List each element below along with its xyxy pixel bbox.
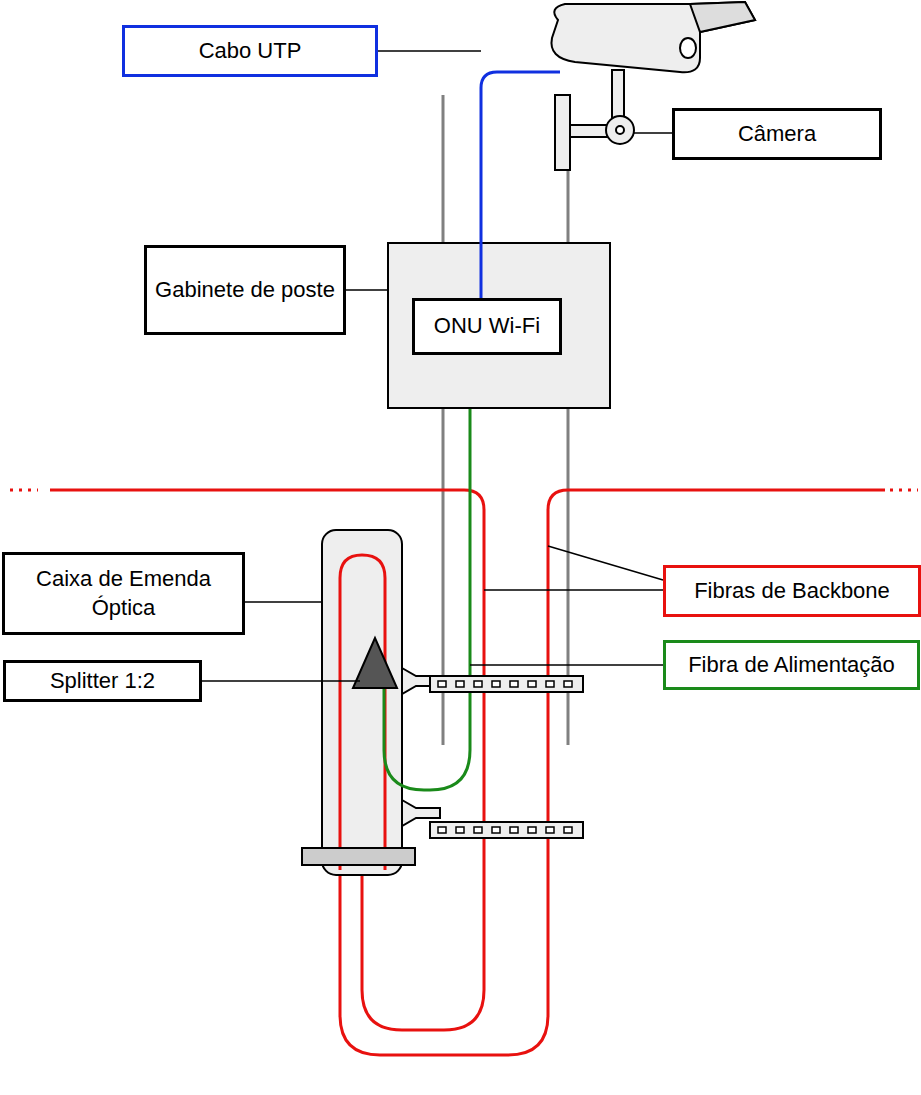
leader-line [484, 589, 663, 591]
label-text: Caixa de Emenda Óptica [5, 565, 242, 622]
label-box: Splitter 1:2 [3, 660, 202, 702]
label-box: Câmera [672, 108, 882, 160]
label-text: Câmera [730, 120, 824, 149]
leader-line [378, 50, 481, 52]
backbone-fibre [339, 578, 342, 870]
label-box: Fibras de Backbone [663, 565, 921, 617]
mount-bracket [302, 848, 415, 865]
backbone-fibre [340, 555, 362, 578]
label-text: Fibras de Backbone [686, 577, 898, 606]
leader-line [346, 289, 388, 291]
tray-holes [438, 681, 572, 833]
pole-line [567, 95, 570, 745]
leader-line [548, 546, 663, 580]
continuation-dots [10, 489, 38, 492]
leader-line [634, 132, 672, 134]
label-text: Gabinete de poste [147, 276, 343, 305]
leader-line [242, 601, 322, 603]
cable-tray [430, 822, 583, 838]
label-box: Fibra de Alimentação [663, 640, 920, 690]
label-box: ONU Wi-Fi [412, 298, 562, 355]
label-text: Fibra de Alimentação [680, 651, 903, 680]
backbone-fibre [362, 555, 385, 870]
utp-cable [481, 72, 560, 298]
label-box: Gabinete de poste [144, 245, 346, 335]
label-box: Caixa de Emenda Óptica [2, 552, 245, 635]
label-text: ONU Wi-Fi [426, 312, 548, 341]
feed-fibre [384, 355, 470, 790]
label-text: Splitter 1:2 [42, 667, 163, 696]
leader-line [202, 680, 360, 682]
pole-cabinet [388, 243, 610, 408]
label-text: Cabo UTP [191, 37, 310, 66]
leader-line [470, 664, 663, 666]
splice-box [322, 530, 402, 875]
label-box: Cabo UTP [122, 25, 378, 77]
continuation-dots [890, 489, 918, 492]
cable-tray [430, 676, 583, 692]
pole-line [442, 95, 445, 745]
